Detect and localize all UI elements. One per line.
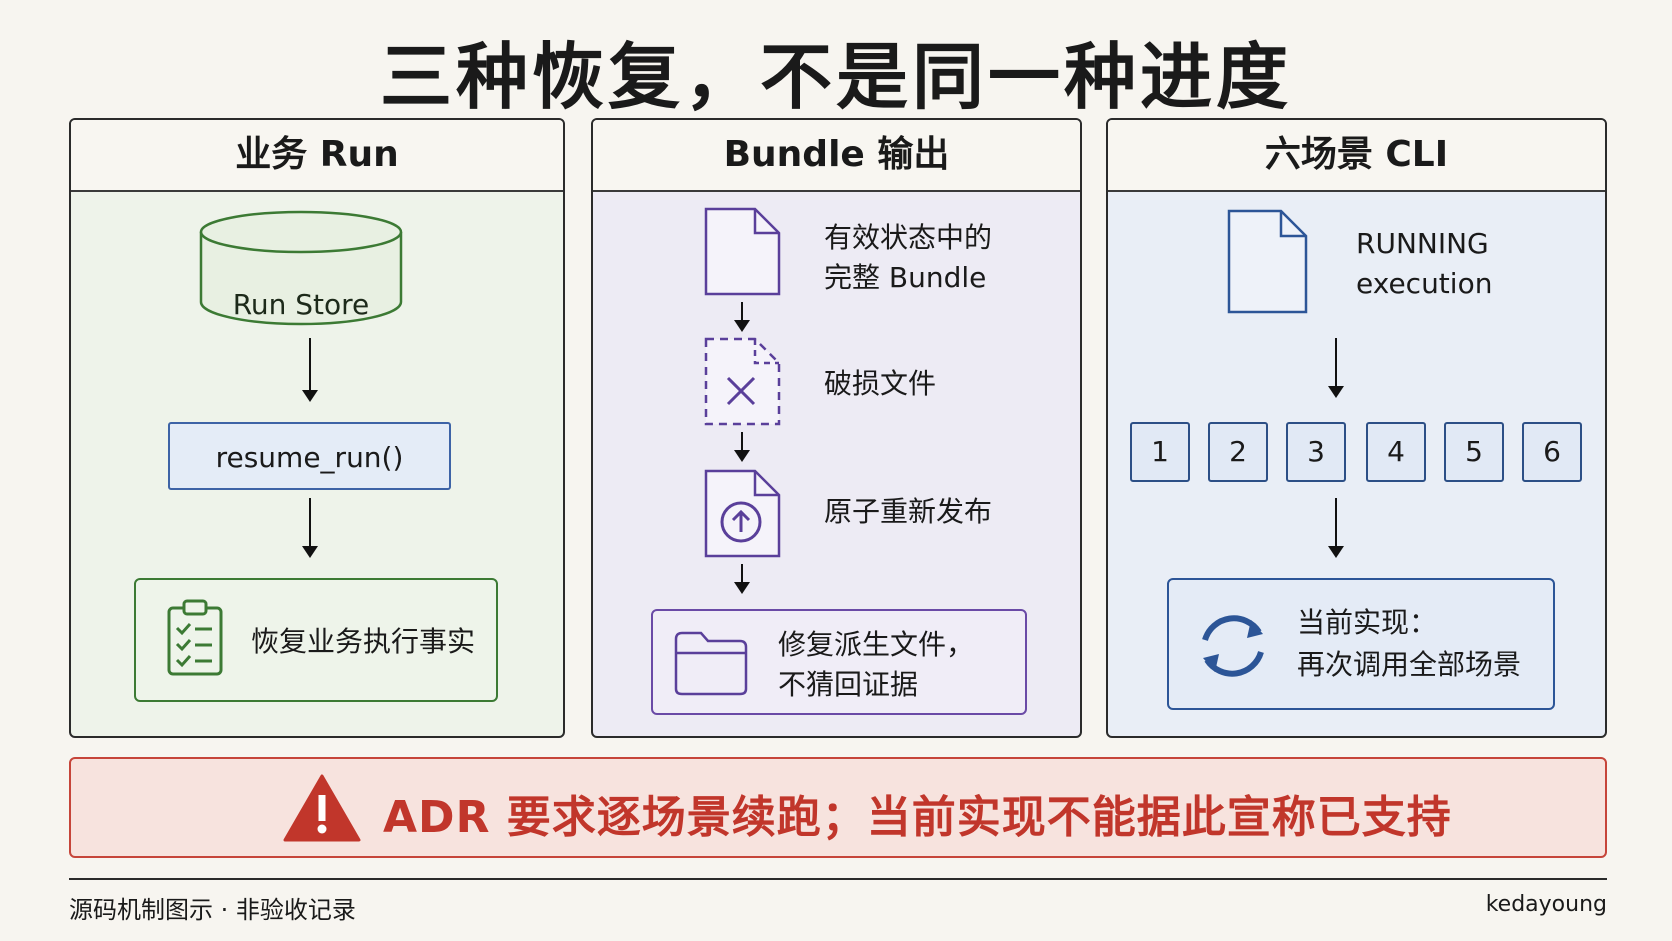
warning-banner: ADR 要求逐场景续跑；当前实现不能据此宣称已支持 xyxy=(69,757,1607,858)
page-title: 三种恢复，不是同一种进度 xyxy=(379,35,1292,119)
refresh-cycle-icon xyxy=(1202,615,1264,677)
folder-icon xyxy=(674,631,748,696)
scenario-2: 2 xyxy=(1208,422,1268,482)
document-icon xyxy=(1227,209,1308,314)
run-panel: 业务 Run Run Store resume_run() 恢复业务执行事实 xyxy=(69,118,565,738)
scenario-3: 3 xyxy=(1286,422,1346,482)
current-implementation-label: 当前实现： 再次调用全部场景 xyxy=(1297,606,1522,681)
footer-author: kedayoung xyxy=(1485,892,1607,917)
scenario-5: 5 xyxy=(1444,422,1504,482)
run-store-label: Run Store xyxy=(232,288,370,321)
clipboard-checklist-icon xyxy=(167,599,223,676)
repair-box: 修复派生文件， 不猜回证据 xyxy=(651,609,1027,715)
running-execution-label: RUNNING execution xyxy=(1356,227,1493,300)
warning-icon xyxy=(283,774,361,842)
footer-caption: 源码机制图示 · 非验收记录 xyxy=(69,896,356,924)
arrow-down-icon xyxy=(734,432,750,462)
atomic-republish-label: 原子重新发布 xyxy=(824,495,993,528)
arrow-down-icon xyxy=(734,564,750,594)
footer-divider xyxy=(69,878,1607,880)
run-result-box: 恢复业务执行事实 xyxy=(134,578,498,702)
broken-file-label: 破损文件 xyxy=(824,367,937,400)
scenario-4: 4 xyxy=(1366,422,1426,482)
run-store-cylinder: Run Store xyxy=(196,210,406,330)
database-icon xyxy=(199,210,403,326)
file-upload-icon xyxy=(704,469,781,558)
warning-text: ADR 要求逐场景续跑；当前实现不能据此宣称已支持 xyxy=(383,792,1452,843)
cli-panel-header: 六场景 CLI xyxy=(1108,120,1605,192)
broken-file-icon xyxy=(704,337,781,426)
cli-panel: 六场景 CLI RUNNING execution 1 2 3 4 5 6 当前… xyxy=(1106,118,1607,738)
scenario-6: 6 xyxy=(1522,422,1582,482)
complete-bundle-label: 有效状态中的 完整 Bundle xyxy=(824,221,993,294)
current-implementation-box: 当前实现： 再次调用全部场景 xyxy=(1167,578,1555,710)
document-icon xyxy=(704,207,781,296)
arrow-down-icon xyxy=(1328,498,1344,558)
run-panel-header: 业务 Run xyxy=(71,120,563,192)
bundle-panel-header: Bundle 输出 xyxy=(593,120,1080,192)
arrow-down-icon xyxy=(734,302,750,332)
run-result-label: 恢复业务执行事实 xyxy=(251,625,476,658)
bundle-panel: Bundle 输出 有效状态中的 完整 Bundle 破损文件 原子重新发布 修… xyxy=(591,118,1082,738)
resume-run-function: resume_run() xyxy=(168,422,451,490)
scenario-1: 1 xyxy=(1130,422,1190,482)
arrow-down-icon xyxy=(302,338,318,402)
arrow-down-icon xyxy=(1328,338,1344,398)
arrow-down-icon xyxy=(302,498,318,558)
repair-label: 修复派生文件， 不猜回证据 xyxy=(778,628,975,701)
